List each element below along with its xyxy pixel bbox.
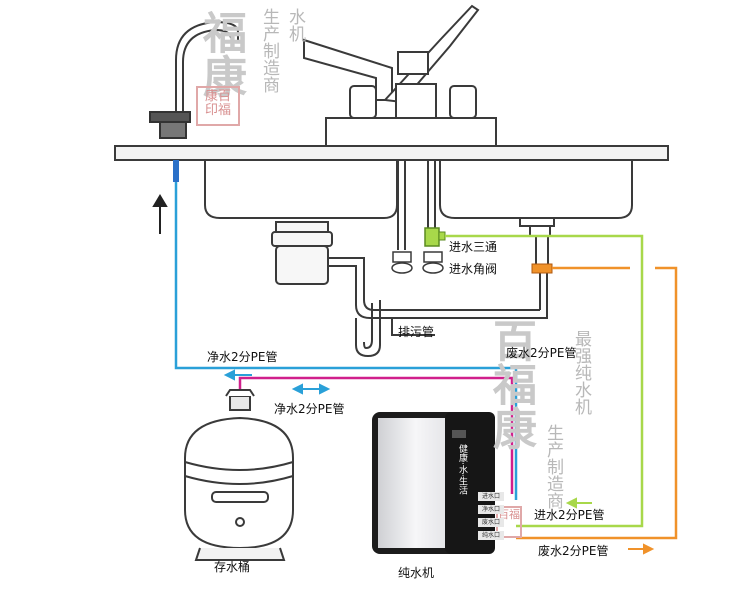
- label-purifier: 纯水机: [398, 566, 435, 580]
- port-tank: 纯水口: [478, 531, 504, 540]
- countertop: [114, 145, 669, 161]
- port-waste: 废水口: [478, 518, 504, 527]
- pure-water-pipe: [173, 160, 518, 500]
- tap-supply-hoses: [397, 160, 436, 250]
- label-pure-water-pipe-lower: 净水2分PE管: [274, 402, 345, 416]
- inlet-tee-icon: [424, 227, 440, 247]
- inlet-arrow-icon: [565, 497, 592, 509]
- port-pure: 净水口: [478, 505, 504, 514]
- watermark-big-right: 百福康: [485, 318, 536, 450]
- label-inlet-angle-valve: 进水角阀: [449, 262, 498, 276]
- label-storage-tank: 存水桶: [214, 560, 251, 574]
- purifier-icon: [372, 412, 495, 554]
- label-pure-water-pipe-upper: 净水2分PE管: [207, 350, 278, 364]
- inlet-water-pipe: [445, 234, 644, 528]
- faucet-icon: [149, 20, 239, 139]
- mixer-tap-icon: [303, 4, 497, 147]
- waste-water-pipe: [516, 266, 678, 540]
- label-drain-pipe: 排污管: [398, 325, 435, 339]
- flow-arrows: [152, 194, 655, 555]
- watermark-big-top: 福康: [195, 10, 246, 98]
- sink-drain-fitting: [519, 217, 555, 267]
- port-inlet: 进水口: [478, 492, 504, 501]
- label-waste-water-pipe-upper: 废水2分PE管: [506, 346, 577, 360]
- tank-pipe: [238, 376, 514, 494]
- waste-clamp-icon: [531, 263, 553, 274]
- label-inlet-pe-pipe: 进水2分PE管: [534, 508, 605, 522]
- purifier-brand-text: 健康·水·生活: [457, 444, 467, 495]
- label-inlet-tee: 进水三通: [449, 240, 498, 254]
- storage-tank-icon: [184, 389, 294, 561]
- watermark-text-top-1: 水机: [285, 8, 305, 42]
- label-waste-pe-pipe: 废水2分PE管: [538, 544, 609, 558]
- watermark-seal-top: 康百印福: [196, 86, 240, 126]
- angle-valve-icon: [391, 251, 444, 274]
- watermark-text-top-2: 生产制造商: [259, 8, 279, 93]
- watermark-text-right-1: 最强纯水机: [571, 330, 591, 415]
- waste-arrow-icon: [628, 543, 655, 555]
- left-arrow-icon: [223, 369, 252, 381]
- up-arrow-icon: [152, 194, 168, 234]
- sink-basins: [204, 160, 633, 219]
- double-arrow-icon: [291, 383, 331, 395]
- watermark-text-right-2: 生产制造商: [543, 424, 563, 509]
- disposer-icon: [271, 221, 333, 285]
